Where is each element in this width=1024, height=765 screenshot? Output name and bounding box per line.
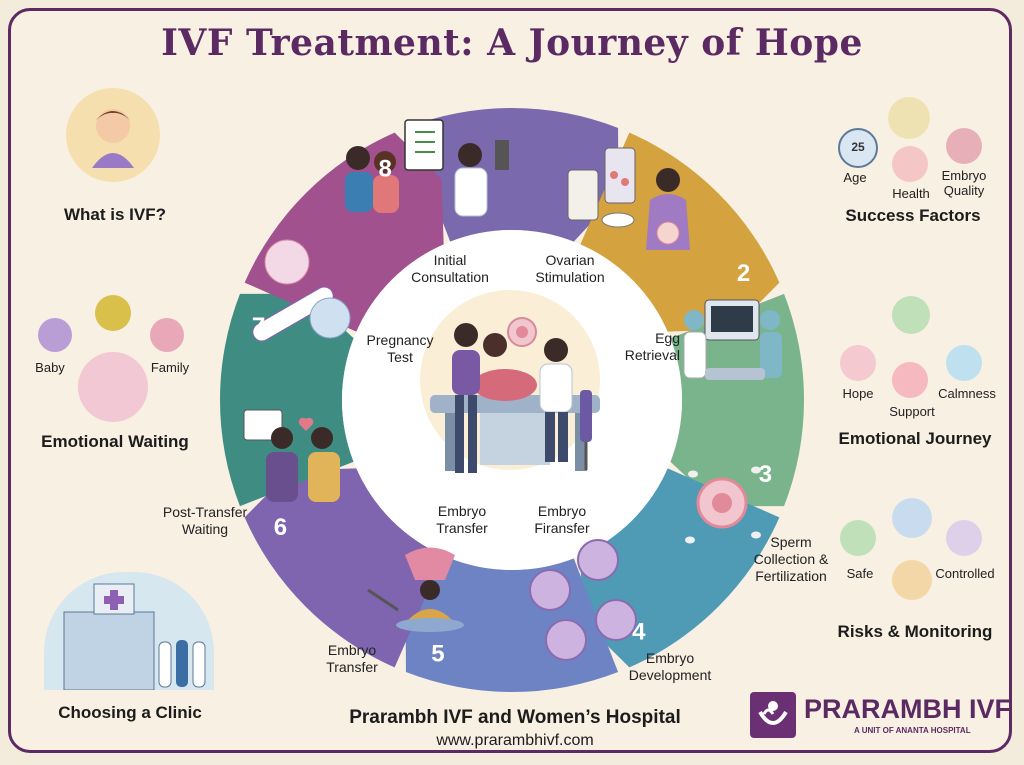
step-number-6: 6: [274, 514, 287, 541]
brand-mark-icon: [750, 692, 796, 738]
brand-name: PRARAMBH IVF: [804, 694, 1011, 724]
hospital-name: Prarambh IVF and Women’s Hospital: [349, 707, 681, 728]
journey-calmness-label: Calmness: [938, 386, 996, 401]
calendar-icon: 25: [838, 128, 878, 168]
parents-baby-illustration: [78, 352, 148, 422]
emotional-waiting-heading: Emotional Waiting: [41, 432, 189, 451]
step-number-4: 4: [632, 619, 646, 646]
brand-logo: PRARAMBH IVF A UNIT OF ANANTA HOSPITAL: [750, 692, 1011, 744]
success-health-label: Health: [892, 186, 930, 201]
step-numbers: 2 3 4 5 6 7 8: [252, 155, 772, 667]
hands-icon: [892, 296, 930, 334]
pipette-icon: [38, 318, 72, 352]
baby-illustration: [66, 88, 160, 182]
risks-controlled-label: Controlled: [935, 566, 995, 581]
medical-shield-icon: [892, 560, 932, 600]
support-heart-icon: [892, 362, 928, 398]
clipboard-icon: [946, 520, 982, 556]
what-is-ivf-heading: What is IVF?: [64, 205, 166, 224]
risks-safe-label: Safe: [846, 566, 874, 581]
hope-heart-icon: [840, 345, 876, 381]
journey-hope-label: Hope: [842, 386, 874, 401]
center-illustration: [420, 290, 600, 473]
family-icon: [150, 318, 184, 352]
success-age-label: Age: [843, 170, 867, 185]
emotional-waiting-baby-label: Baby: [35, 360, 65, 375]
embryo-icon: [946, 128, 982, 164]
brand-subtitle: A UNIT OF ANANTA HOSPITAL: [854, 726, 971, 735]
wheel-segment-6: [244, 468, 444, 668]
step-illustrations: [243, 119, 782, 661]
journey-support-label: Support: [889, 404, 935, 419]
website-link[interactable]: www.prarambhivf.com: [436, 732, 594, 749]
step-number-2: 2: [737, 260, 750, 287]
risks-monitoring-heading: Risks & Monitoring: [837, 622, 993, 641]
step-number-3: 3: [759, 461, 772, 488]
emotional-journey-heading: Emotional Journey: [838, 429, 992, 448]
step-number-5: 5: [431, 640, 444, 667]
clinic-illustration: [44, 572, 214, 691]
shield-check-icon: [95, 295, 131, 331]
choosing-clinic-heading: Choosing a Clinic: [58, 703, 202, 722]
hospital-building-icon: [63, 583, 206, 691]
shield-icon: [892, 498, 932, 538]
safe-shield-icon: [840, 520, 876, 556]
success-factors-heading: Success Factors: [845, 206, 981, 225]
page-title: IVF Treatment: A Journey of Hope: [161, 22, 863, 64]
step-number-8: 8: [379, 155, 392, 182]
baby-icon: [92, 109, 134, 168]
step-number-7: 7: [252, 313, 265, 340]
hourglass-icon: [888, 97, 930, 139]
water-drop-icon: [946, 345, 982, 381]
emotional-waiting-family-label: Family: [150, 360, 190, 375]
heartbeat-icon: [892, 146, 928, 182]
